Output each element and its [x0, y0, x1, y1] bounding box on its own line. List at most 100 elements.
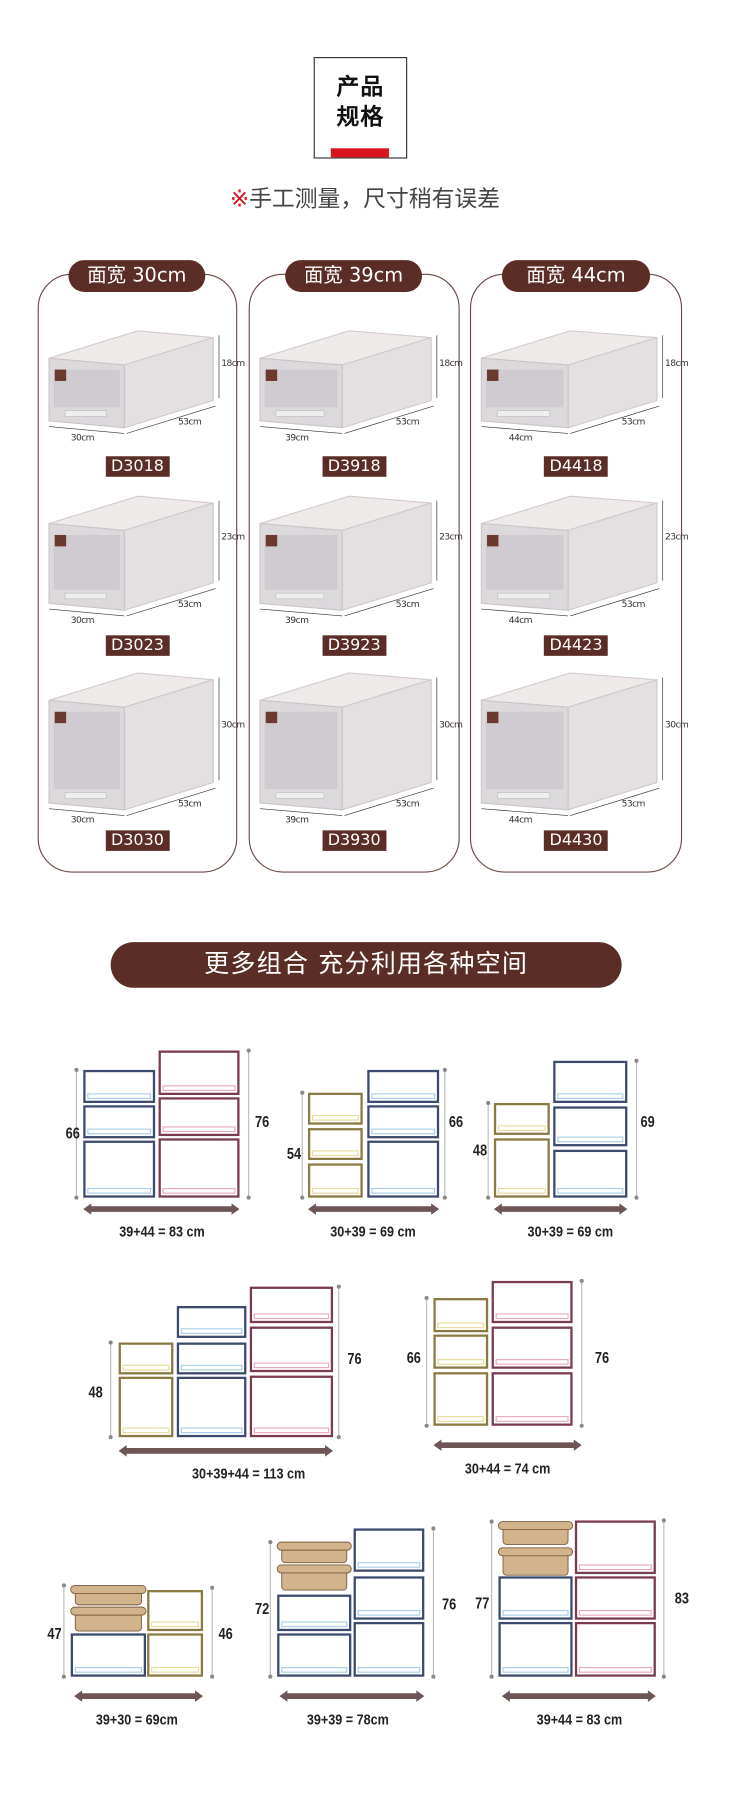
drawer-box [118, 1342, 174, 1375]
drawer-illustration [480, 330, 664, 434]
storage-tub [276, 1564, 352, 1591]
drawer-box [353, 1576, 425, 1620]
drawer-box [574, 1520, 656, 1575]
depth-dimension: 53cm [395, 798, 420, 809]
width-arrow-icon [307, 1203, 440, 1215]
left-height-label: 48 [88, 1382, 103, 1401]
brand-label-icon [265, 369, 278, 381]
total-width-label: 30+44 = 74 cm [464, 1460, 551, 1478]
right-height-label: 46 [218, 1624, 233, 1643]
drawer-box [83, 1140, 156, 1198]
right-height-label: 76 [254, 1112, 270, 1131]
drawer-illustration [259, 330, 438, 434]
left-height-label: 66 [406, 1348, 421, 1367]
drawer-box [367, 1140, 440, 1198]
drawer-box [249, 1326, 334, 1373]
drawer-box [307, 1128, 363, 1161]
depth-dimension: 53cm [395, 598, 420, 610]
depth-dimension: 53cm [177, 416, 202, 427]
total-width-label: 30+39 = 69 cm [330, 1222, 416, 1240]
left-height-label: 54 [286, 1144, 302, 1163]
section-title-box: 产品 规格 [313, 57, 408, 159]
right-height-label: 66 [448, 1112, 464, 1131]
width-arrow-icon [493, 1203, 628, 1215]
brand-label-icon [54, 534, 67, 547]
right-height-label: 69 [640, 1112, 655, 1131]
drawer-box [277, 1594, 352, 1632]
depth-dimension: 53cm [621, 598, 646, 610]
brand-label-icon [265, 711, 278, 724]
drawer-box [307, 1092, 363, 1125]
drawer-box [249, 1286, 334, 1324]
height-dimension: 18cm [439, 357, 463, 368]
drawer-illustration [48, 672, 220, 816]
drawer-box [498, 1621, 573, 1677]
width-dimension: 44cm [508, 614, 533, 626]
storage-tub [497, 1521, 574, 1545]
drawer-box [553, 1149, 628, 1198]
width-label-pill: 面宽 44cm [501, 260, 651, 292]
left-height-label: 77 [475, 1593, 490, 1612]
width-arrow-icon [118, 1445, 334, 1457]
width-dimension: 30cm [70, 814, 95, 825]
model-code: D4430 [543, 830, 609, 851]
width-arrow-icon [279, 1690, 425, 1702]
left-height-label: 72 [254, 1599, 270, 1618]
drawer-box [277, 1633, 352, 1677]
drawer-box [307, 1163, 363, 1198]
drawer-box [118, 1376, 174, 1438]
drawer-box [158, 1138, 240, 1198]
note-text: 手工测量，尺寸稍有误差 [249, 184, 501, 213]
total-width-label: 39+44 = 83 cm [119, 1222, 205, 1240]
total-width-label: 39+30 = 69cm [95, 1710, 178, 1729]
drawer-box [553, 1060, 628, 1103]
total-width-label: 30+39 = 69 cm [527, 1222, 614, 1240]
depth-dimension: 53cm [177, 598, 202, 610]
left-height-label: 48 [472, 1140, 488, 1159]
width-dimension: 44cm [508, 814, 533, 825]
left-height-label: 47 [47, 1624, 62, 1643]
height-dimension: 30cm [439, 719, 463, 730]
storage-tub [70, 1606, 147, 1632]
left-height-label: 66 [65, 1123, 80, 1142]
width-dimension: 30cm [70, 432, 95, 443]
drawer-box [83, 1069, 156, 1103]
drawer-box [367, 1105, 440, 1139]
drawer-box [147, 1590, 204, 1632]
model-code: D3018 [105, 456, 170, 477]
drawer-box [249, 1375, 334, 1438]
title-accent-bar [330, 148, 389, 158]
brand-label-icon [54, 711, 67, 724]
storage-tub [497, 1547, 574, 1576]
brand-label-icon [265, 534, 278, 547]
drawer-box [158, 1097, 240, 1137]
drawer-illustration [480, 495, 664, 617]
combination-banner: 更多组合 充分利用各种空间 [110, 942, 622, 988]
drawer-box [491, 1372, 573, 1426]
drawer-box [498, 1576, 573, 1620]
title-line-1: 产品 [336, 73, 385, 101]
width-label-pill: 面宽 30cm [68, 260, 206, 292]
height-dimension: 23cm [664, 531, 689, 542]
model-code: D3030 [105, 830, 170, 851]
height-dimension: 18cm [664, 357, 689, 368]
height-dimension: 23cm [221, 531, 245, 542]
width-dimension: 39cm [285, 614, 309, 626]
drawer-box [493, 1138, 550, 1198]
drawer-illustration [259, 495, 438, 617]
brand-label-icon [487, 369, 499, 381]
right-height-label: 76 [594, 1348, 610, 1367]
model-code: D3923 [321, 635, 387, 656]
drawer-box [147, 1633, 204, 1677]
width-label-pill: 面宽 39cm [285, 260, 423, 292]
depth-dimension: 53cm [621, 798, 646, 809]
width-arrow-icon [83, 1203, 240, 1215]
drawer-box [353, 1528, 425, 1572]
right-height-label: 76 [442, 1594, 457, 1613]
depth-dimension: 53cm [177, 798, 202, 809]
width-arrow-icon [433, 1439, 582, 1451]
drawer-box [553, 1106, 628, 1147]
model-code: D3918 [321, 456, 387, 477]
drawer-box [433, 1298, 489, 1333]
